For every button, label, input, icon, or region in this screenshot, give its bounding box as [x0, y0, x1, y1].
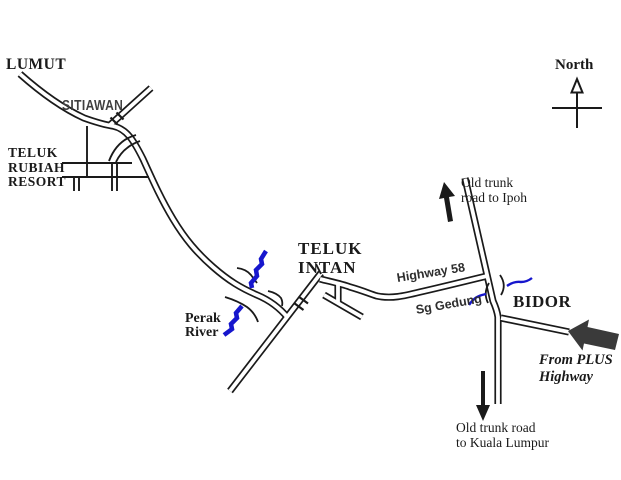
label-north: North: [555, 57, 594, 73]
road-bidor-ipoh-kl: [461, 177, 502, 404]
ipoh-arrow-icon: [439, 182, 455, 222]
sg-gedung-water: [467, 277, 533, 306]
bridge-ticks-sitiawan: [109, 111, 125, 126]
label-lumut: LUMUT: [6, 56, 67, 73]
label-old-trunk-road-ipoh: Old trunk road to Ipoh: [461, 175, 527, 205]
road-lumut-main: [17, 71, 291, 321]
kuala-lumpur-arrow-icon: [476, 371, 490, 421]
bridge-ticks-telukintan: [293, 295, 309, 311]
label-teluk-intan: TELUK INTAN: [298, 239, 363, 277]
label-old-trunk-road-kl: Old trunk road to Kuala Lumpur: [456, 420, 549, 450]
label-teluk-rubiah-resort: TELUK RUBIAH RESORT: [8, 145, 67, 190]
plus-highway-arrow-icon: [568, 319, 619, 351]
perak-river-water: [222, 249, 268, 337]
sitiawan-local-streets: [62, 126, 149, 191]
label-sitiawan: SITIAWAN: [62, 97, 124, 114]
north-compass-icon: [552, 76, 602, 128]
label-bidor: BIDOR: [513, 292, 572, 311]
road-inners: [18, 72, 570, 404]
label-from-plus-highway: From PLUS Highway: [539, 352, 613, 385]
junction-stub: [315, 263, 322, 275]
label-perak-river: Perak River: [185, 311, 221, 340]
